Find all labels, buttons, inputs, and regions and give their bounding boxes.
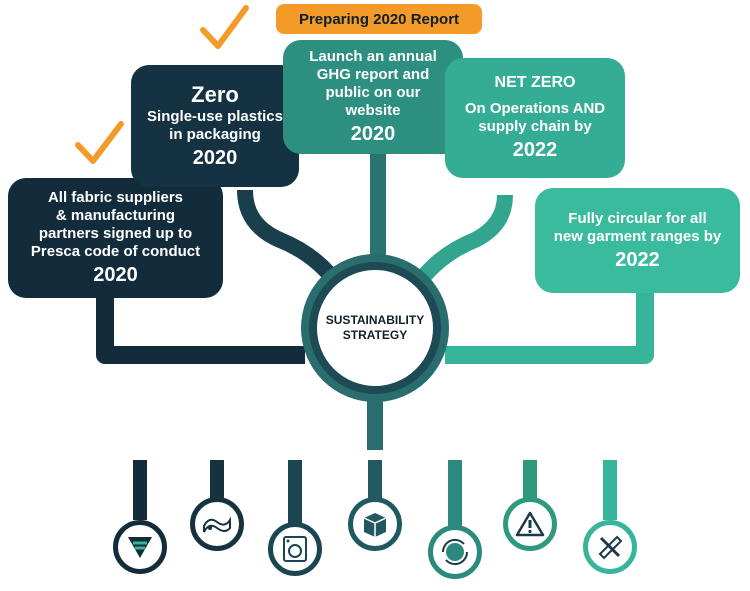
goal-heading: Zero (191, 82, 239, 107)
goal-zero-plastics: Zero Single-use plastics in packaging 20… (131, 65, 299, 187)
goal-text: Presca code of conduct (30, 243, 201, 260)
hub-label: STRATEGY (342, 328, 408, 342)
sustainability-strategy-hub: SUSTAINABILITY STRATEGY (309, 262, 441, 394)
check-icon (200, 5, 249, 49)
ruler-pencil-icon (583, 520, 637, 574)
goal-text: new garment ranges by (553, 227, 722, 245)
package-icon (348, 497, 402, 551)
goal-fabric-suppliers: All fabric suppliers & manufacturing par… (8, 178, 223, 298)
goal-text: Fully circular for all (568, 209, 707, 227)
fabric-icon (190, 497, 244, 551)
washing-machine-icon (268, 522, 322, 576)
goal-year: 2020 (93, 264, 138, 286)
goal-year: 2020 (192, 147, 238, 169)
goal-text: supply chain by (478, 118, 592, 135)
goal-text: All fabric suppliers (47, 189, 184, 206)
goal-text: Launch an annual (309, 48, 437, 65)
goal-year: 2022 (512, 139, 558, 161)
hub-label: SUSTAINABILITY (325, 313, 425, 327)
goal-year: 2020 (350, 123, 396, 145)
warning-icon (503, 497, 557, 551)
check-icon (75, 121, 124, 164)
preparing-report-badge: Preparing 2020 Report (276, 4, 482, 34)
goal-text: in packaging (169, 126, 261, 143)
goal-text: Single-use plastics (147, 108, 283, 125)
goal-text: On Operations AND (464, 100, 606, 117)
goal-text: partners signed up to (38, 225, 193, 242)
goal-text: & manufacturing (55, 207, 176, 224)
goal-ghg-report: Launch an annual GHG report and public o… (283, 40, 463, 154)
goal-fully-circular: Fully circular for all new garment range… (535, 188, 740, 293)
goal-text: public on our (325, 84, 421, 101)
goal-text: GHG report and (316, 66, 430, 83)
goal-text: website (345, 102, 401, 119)
goal-net-zero: NET ZERO On Operations AND supply chain … (445, 58, 625, 178)
recycle-globe-icon (428, 525, 482, 579)
goal-heading: NET ZERO (494, 74, 576, 91)
goal-year: 2022 (615, 248, 660, 271)
funnel-icon (113, 520, 167, 574)
